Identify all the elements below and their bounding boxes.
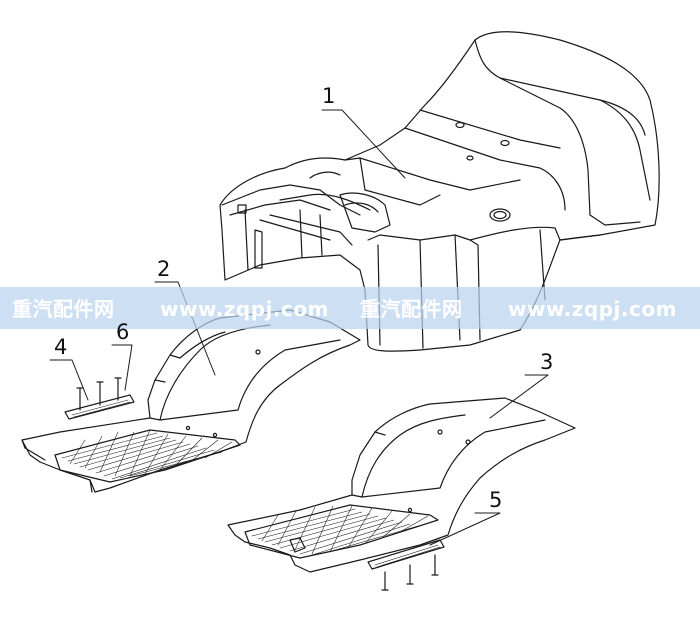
watermark-cn-right: 重汽配件网 (360, 297, 463, 321)
left-scuff-strip (64, 377, 135, 420)
floor-cover-part (219, 31, 660, 352)
leader-lines (49, 109, 549, 546)
callout-3: 3 (540, 350, 554, 374)
callout-6: 6 (116, 320, 130, 344)
left-floor-mat (21, 309, 361, 493)
right-floor-mat (227, 397, 576, 573)
right-scuff-strip (367, 539, 445, 591)
watermark-cn-left: 重汽配件网 (12, 297, 115, 321)
watermark-url-right: www.zqpj.com (508, 297, 677, 321)
callout-1: 1 (322, 84, 336, 108)
watermark-url-left: www.zqpj.com (160, 297, 329, 321)
watermark-band (0, 287, 700, 329)
callout-4: 4 (54, 335, 68, 359)
callout-2: 2 (157, 257, 171, 281)
callout-5: 5 (489, 488, 503, 512)
